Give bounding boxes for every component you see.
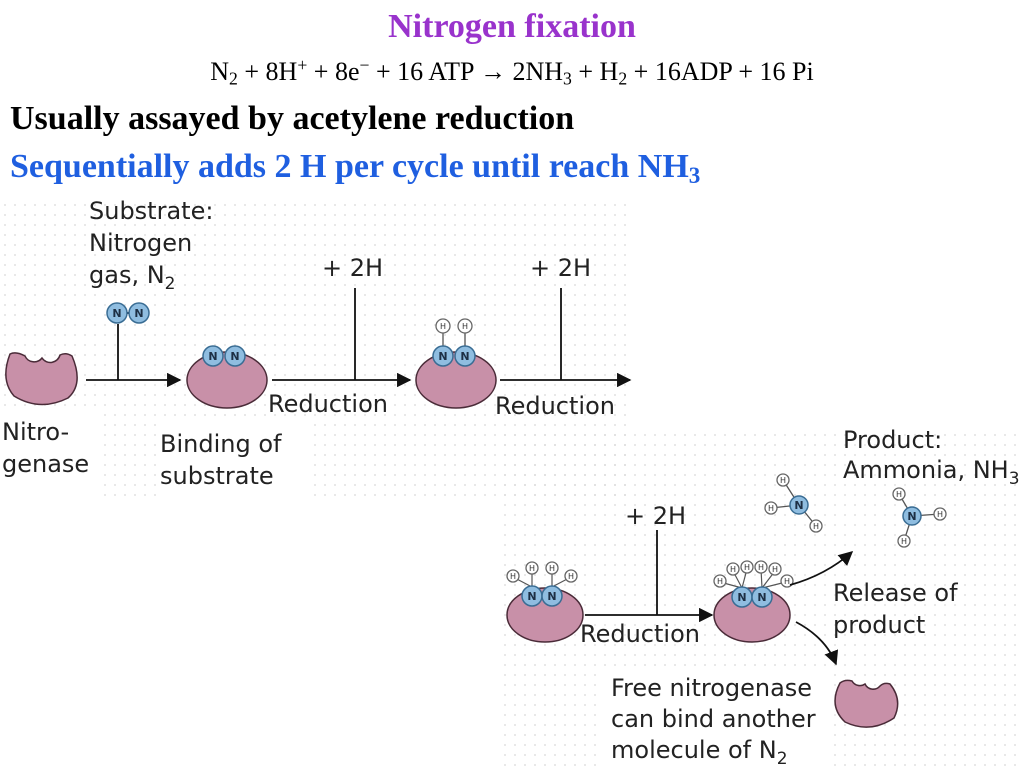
n2h2-molecule: H H N N bbox=[432, 318, 476, 367]
n2h6-molecule: H H H H H H N N bbox=[713, 560, 794, 608]
svg-text:H: H bbox=[529, 564, 535, 573]
free-nitrogenase-label: Free nitrogenase can bind another molecu… bbox=[611, 674, 816, 768]
ammonia-molecule-2: H H H N bbox=[892, 487, 947, 548]
svg-text:N: N bbox=[208, 350, 217, 363]
svg-text:N: N bbox=[757, 591, 766, 604]
svg-text:H: H bbox=[896, 490, 902, 499]
product-label: Product: Ammonia, NH3 bbox=[843, 426, 1020, 489]
svg-text:H: H bbox=[462, 322, 468, 331]
n2h4-molecule: H H H H N N bbox=[506, 561, 578, 607]
svg-text:H: H bbox=[768, 504, 774, 513]
reduction-label-3: Reduction bbox=[580, 620, 700, 648]
plus-2h-label-3: + 2H bbox=[625, 502, 686, 530]
nitrogenase-enzyme bbox=[5, 352, 78, 406]
reduction-label-2: Reduction bbox=[495, 392, 615, 420]
svg-text:N: N bbox=[134, 307, 143, 320]
svg-text:H: H bbox=[813, 522, 819, 531]
svg-text:H: H bbox=[744, 563, 750, 572]
svg-text:H: H bbox=[772, 565, 778, 574]
svg-text:Substrate:: Substrate: bbox=[89, 197, 213, 225]
svg-text:H: H bbox=[549, 564, 555, 573]
svg-text:N: N bbox=[112, 307, 121, 320]
svg-text:N: N bbox=[907, 510, 916, 523]
plus-2h-label-1: + 2H bbox=[322, 254, 383, 282]
free-nitrogenase-enzyme bbox=[834, 679, 899, 728]
svg-text:Nitro-: Nitro- bbox=[2, 418, 69, 446]
ammonia-molecule-1: H H H N bbox=[764, 473, 823, 533]
svg-text:substrate: substrate bbox=[160, 462, 274, 490]
sequence-note: Sequentially adds 2 H per cycle until re… bbox=[10, 148, 701, 189]
svg-text:Binding of: Binding of bbox=[160, 430, 282, 458]
svg-text:H: H bbox=[784, 577, 790, 586]
n2-molecule: N N bbox=[106, 302, 150, 324]
assay-note: Usually assayed by acetylene reduction bbox=[10, 100, 575, 137]
enzyme-label: Nitro- genase bbox=[2, 418, 89, 478]
svg-text:Ammonia, NH3: Ammonia, NH3 bbox=[843, 456, 1020, 489]
svg-text:N: N bbox=[794, 499, 803, 512]
release-label: Release of product bbox=[833, 579, 958, 639]
reduction-label-1: Reduction bbox=[268, 390, 388, 418]
svg-text:H: H bbox=[568, 572, 574, 581]
page-title: Nitrogen fixation bbox=[388, 8, 636, 45]
svg-text:N: N bbox=[438, 350, 447, 363]
free-enzyme-arrow bbox=[795, 621, 839, 666]
svg-text:H: H bbox=[901, 537, 907, 546]
svg-text:H: H bbox=[780, 476, 786, 485]
svg-text:product: product bbox=[833, 611, 925, 639]
svg-text:N: N bbox=[460, 350, 469, 363]
svg-text:H: H bbox=[937, 510, 943, 519]
svg-text:molecule of N2: molecule of N2 bbox=[611, 736, 788, 768]
svg-text:Release of: Release of bbox=[833, 579, 958, 607]
svg-text:H: H bbox=[717, 577, 723, 586]
binding-label: Binding of substrate bbox=[160, 430, 282, 490]
svg-text:H: H bbox=[510, 572, 516, 581]
plus-2h-label-2: + 2H bbox=[530, 254, 591, 282]
svg-text:N: N bbox=[230, 350, 239, 363]
svg-text:gas, N2: gas, N2 bbox=[89, 261, 175, 294]
substrate-label: Substrate: Nitrogen gas, N2 bbox=[89, 197, 213, 294]
svg-text:H: H bbox=[440, 322, 446, 331]
release-arrow bbox=[789, 551, 854, 586]
svg-text:Nitrogen: Nitrogen bbox=[89, 229, 192, 257]
svg-text:Product:: Product: bbox=[843, 426, 942, 454]
svg-text:Free nitrogenase: Free nitrogenase bbox=[611, 674, 812, 702]
svg-text:H: H bbox=[758, 563, 764, 572]
bound-n2-molecule: N N bbox=[202, 345, 246, 367]
svg-text:N: N bbox=[527, 590, 536, 603]
svg-text:H: H bbox=[730, 565, 736, 574]
svg-text:genase: genase bbox=[2, 450, 89, 478]
reaction-equation: N2 + 8H+ + 8e− + 16 ATP → 2NH3 + H2 + 16… bbox=[210, 55, 814, 89]
svg-text:N: N bbox=[547, 590, 556, 603]
svg-text:can bind another: can bind another bbox=[611, 705, 816, 733]
svg-text:N: N bbox=[737, 591, 746, 604]
